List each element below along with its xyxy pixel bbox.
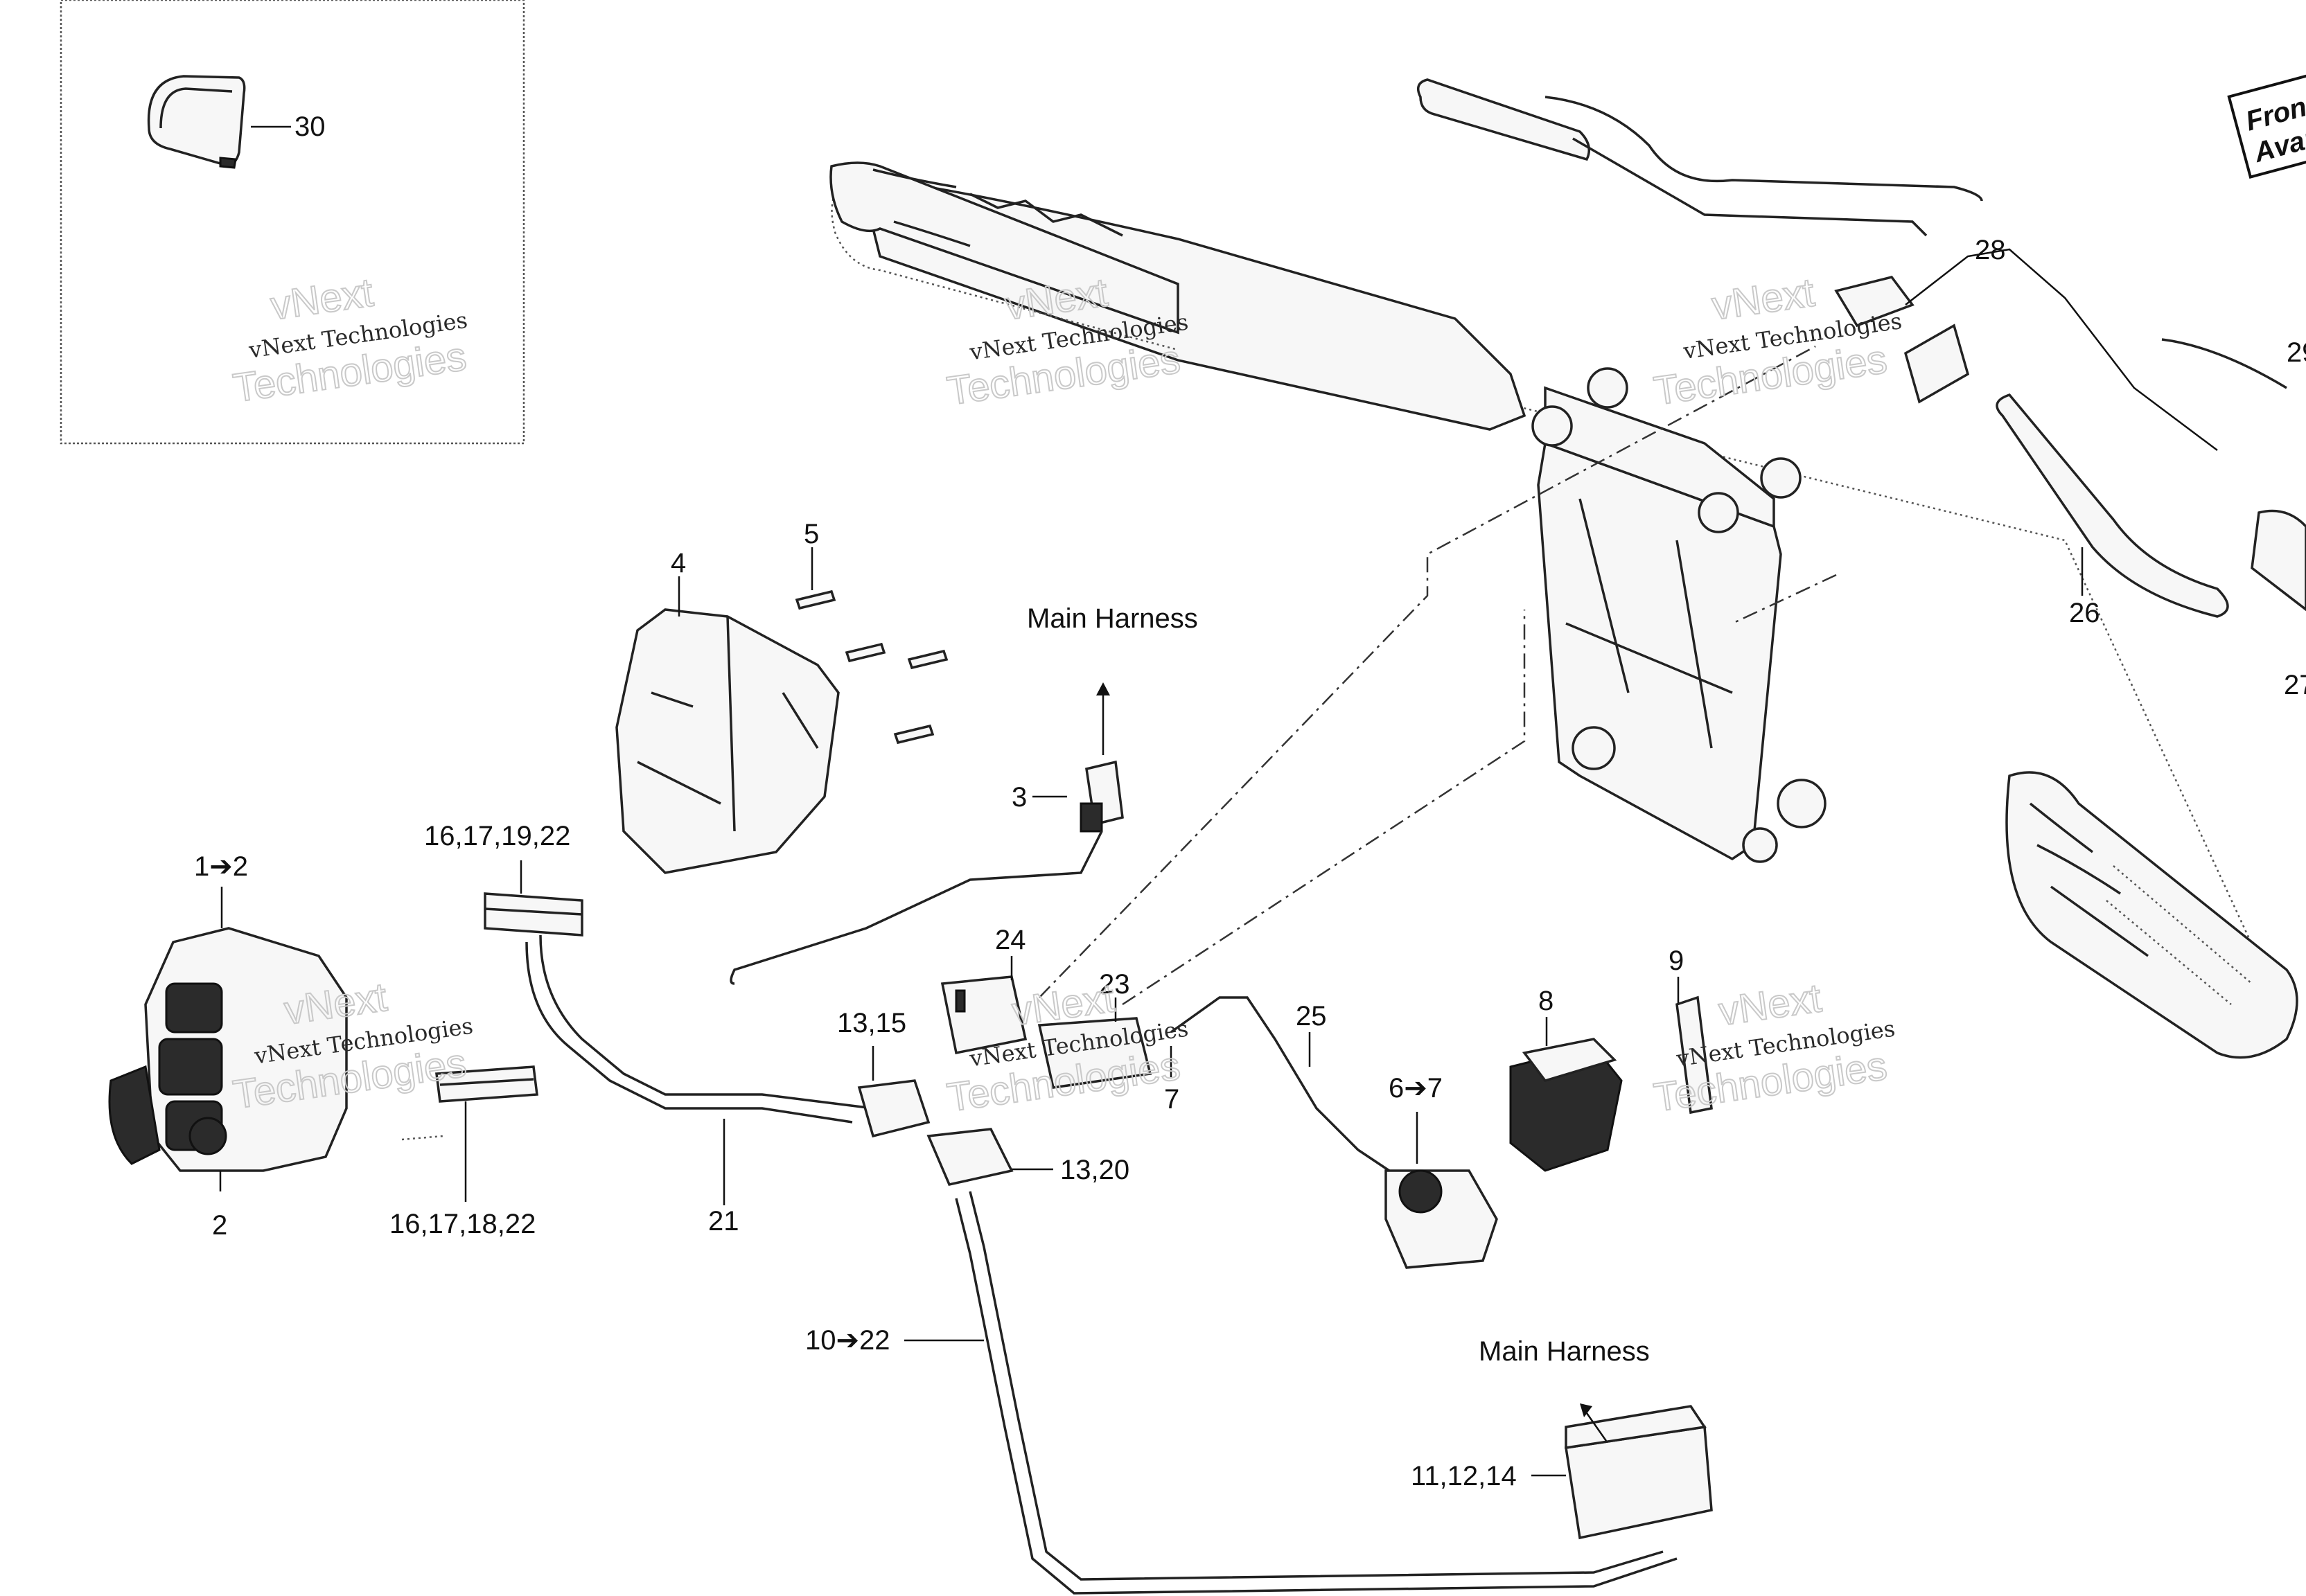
harness-25 <box>1170 996 1400 1179</box>
part-27-grip <box>2251 509 2306 612</box>
part-30-clip <box>147 75 246 169</box>
svg-text:vNext: vNext <box>1716 975 1824 1034</box>
switch-6 <box>1384 1169 1498 1269</box>
front-sign: Fron Avan <box>2227 69 2306 179</box>
svg-text:vNext: vNext <box>268 269 376 328</box>
callout-13-15: 13,15 <box>837 1008 906 1038</box>
watermark-1: vNext vNext Technologies Technologies <box>230 269 470 411</box>
callout-16-17-18-22: 16,17,18,22 <box>389 1209 536 1239</box>
watermark-6: vNext vNext Technologies Technologies <box>1651 975 1896 1121</box>
callout-30: 30 <box>294 112 326 142</box>
callout-24: 24 <box>995 925 1026 955</box>
main-harness-label-top: Main Harness <box>1027 603 1198 634</box>
callout-11-12-14: 11,12,14 <box>1411 1461 1517 1491</box>
connector-28 <box>1834 248 2218 451</box>
callout-27-partial: 27 <box>2284 670 2306 700</box>
callout-3: 3 <box>1012 782 1027 813</box>
callout-21: 21 <box>708 1206 739 1236</box>
callout-1-to-2: 1➔2 <box>194 851 248 882</box>
connector-16-17-19-22 <box>484 892 583 937</box>
harness-21 <box>539 934 874 1110</box>
callout-4: 4 <box>671 548 686 578</box>
connector-24 <box>940 975 1028 1055</box>
main-harness-label-bottom: Main Harness <box>1479 1336 1650 1367</box>
part-26-bar <box>1996 393 2229 618</box>
callout-28: 28 <box>1975 235 2006 265</box>
callout-25: 25 <box>1296 1001 1327 1031</box>
callout-16-17-19-22: 16,17,19,22 <box>424 821 570 851</box>
callout-13-20: 13,20 <box>1060 1155 1129 1185</box>
connector-11-12-14 <box>1565 1405 1713 1540</box>
svg-text:vNext: vNext <box>1709 269 1817 328</box>
switch-housing-1 <box>108 927 348 1172</box>
callout-7: 7 <box>1164 1084 1179 1115</box>
screws-5 <box>795 589 949 745</box>
callout-5: 5 <box>804 519 819 549</box>
connector-13-15 <box>857 1079 931 1138</box>
harness-10-22 <box>969 1191 1664 1581</box>
callout-26: 26 <box>2069 598 2100 628</box>
callout-29-partial: 29 <box>2287 337 2306 368</box>
callout-2: 2 <box>212 1210 227 1241</box>
sensor-3 <box>1080 760 1124 833</box>
part-4-housing <box>615 608 840 874</box>
handlebar <box>829 161 2298 1059</box>
part-29-cable <box>2161 338 2287 389</box>
callout-9: 9 <box>1669 946 1684 976</box>
part-9-pin <box>1675 995 1713 1115</box>
callout-10-to-22: 10➔22 <box>805 1325 890 1356</box>
connector-16-17-18-22 <box>435 1065 538 1103</box>
throttle-cable <box>1416 78 1983 237</box>
callout-6-to-7: 6➔7 <box>1389 1073 1443 1103</box>
connector-13-20 <box>926 1128 1014 1187</box>
connector-23 <box>1037 1017 1152 1089</box>
part-8-cap <box>1509 1038 1623 1172</box>
callout-23: 23 <box>1099 969 1130 1000</box>
callout-8: 8 <box>1538 986 1554 1016</box>
